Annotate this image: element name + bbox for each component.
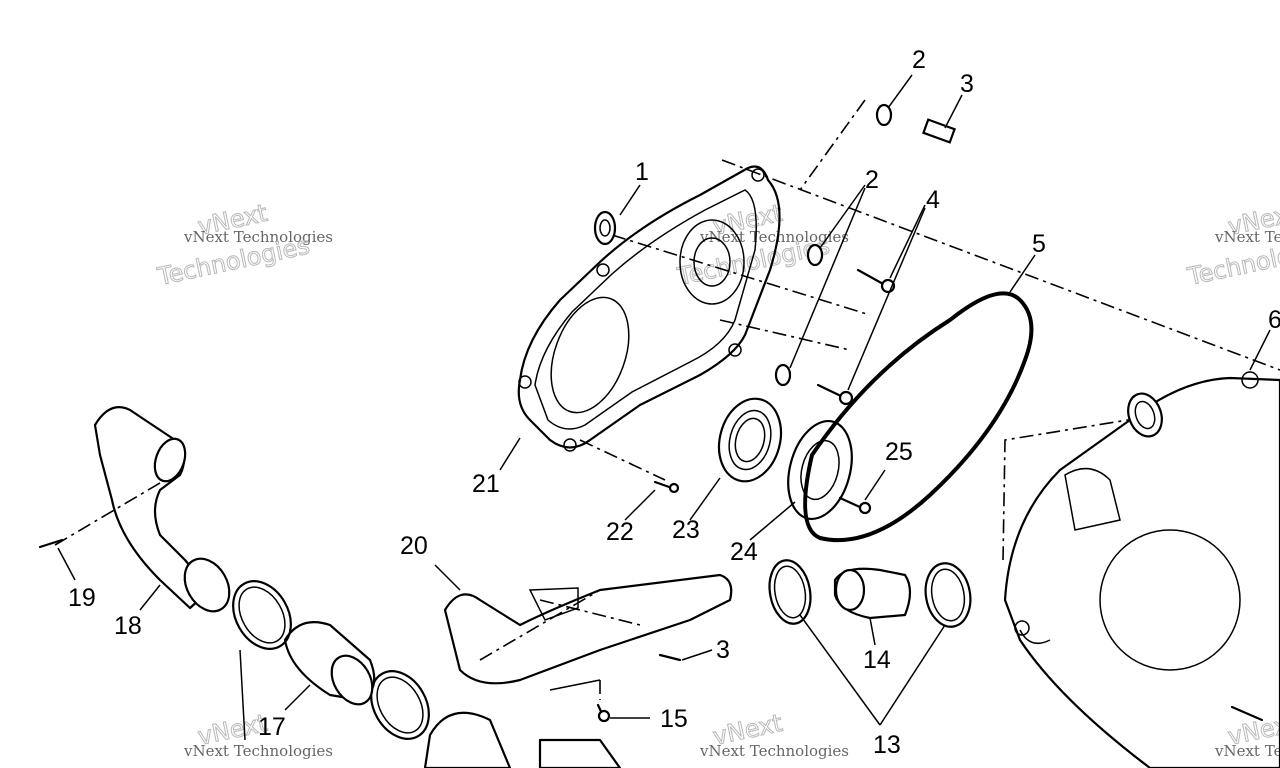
callout-5: 5: [1032, 230, 1046, 258]
leader-lines: [57, 74, 1271, 741]
hose-clamp: [232, 580, 430, 740]
centerlines: [54, 99, 1280, 700]
callout-1: 1: [635, 158, 649, 186]
callout-14: 14: [863, 646, 891, 674]
washer: [593, 210, 617, 246]
bolt: [816, 268, 896, 406]
fastener-15: [596, 703, 611, 723]
watermark-left: vNext vNext Technologies Technologies: [154, 198, 333, 291]
watermark-text: vNext Technologies: [699, 742, 849, 760]
watermark-text: vNext Technologies: [1214, 742, 1280, 760]
inner-cover-plate: [517, 165, 781, 452]
drive-belt: [803, 291, 1034, 543]
callouts: 1 2 3 2 4 5 6 21 22 23 24 25 20 18 19 17…: [68, 46, 1280, 759]
callout-22: 22: [606, 518, 634, 546]
callout-3: 3: [960, 70, 974, 98]
air-duct: [443, 573, 733, 691]
callout-4: 4: [926, 186, 940, 214]
watermark-text: vNext Technologies: [1214, 228, 1280, 246]
callout-2: 2: [912, 46, 926, 74]
bolt-25: [838, 496, 872, 515]
callout-19: 19: [68, 584, 96, 612]
bolt-19: [38, 538, 64, 549]
watermark-text: vNext Technologies: [699, 228, 849, 246]
callout-23: 23: [672, 516, 700, 544]
coupler-14: [833, 567, 912, 620]
callout-24: 24: [730, 538, 758, 566]
screw: [658, 118, 1264, 722]
callout-18: 18: [114, 612, 142, 640]
watermark-text: vNext Technologies: [183, 228, 333, 246]
callout-15: 15: [660, 705, 688, 733]
callout-25: 25: [885, 438, 913, 466]
outer-housing: [1003, 371, 1280, 768]
callout-17: 17: [258, 713, 286, 741]
callout-3: 3: [716, 636, 730, 664]
watermark-text: vNext Technologies: [183, 742, 333, 760]
hose-clamp-center: [768, 559, 972, 628]
duct-bottom: [423, 711, 622, 768]
screw-22: [653, 480, 680, 494]
intake-elbow: [93, 406, 231, 613]
watermark-center: vNext vNext Technologies Technologies: [674, 198, 849, 291]
watermark-bottom-center: vNext vNext Technologies: [699, 708, 849, 760]
callout-2: 2: [865, 166, 879, 194]
watermark-bottom-right: vNext vNext Technologies: [1214, 708, 1280, 760]
callout-20: 20: [400, 532, 428, 560]
callout-6: 6: [1268, 306, 1280, 334]
callout-21: 21: [472, 470, 500, 498]
small-washer: [774, 103, 893, 387]
watermark-right: vNext vNext Technologies Technologies: [1184, 198, 1280, 291]
oil-seal: [717, 397, 783, 483]
callout-13: 13: [873, 731, 901, 759]
coupler-17: [283, 621, 376, 706]
bearing-plate: [787, 419, 853, 521]
